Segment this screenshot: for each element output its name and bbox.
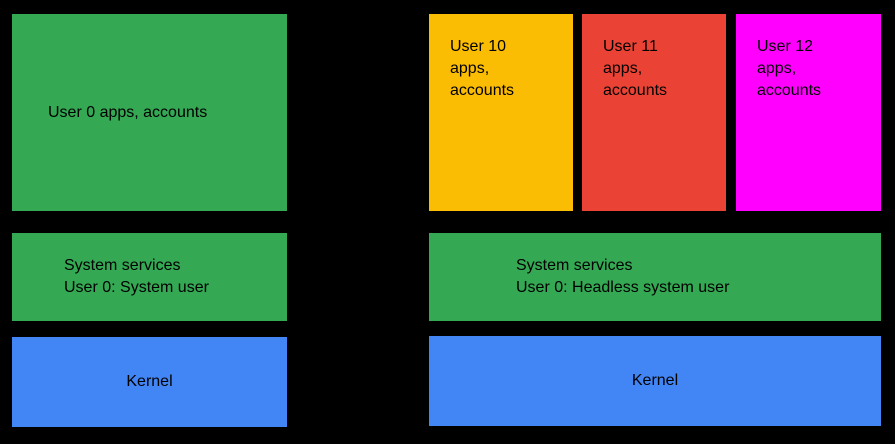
user12-line3: accounts [757, 82, 822, 99]
right-user11-apps-box: User 11 apps, accounts [582, 14, 726, 211]
user10-line3: accounts [450, 82, 515, 99]
right-kernel-label: Kernel [631, 372, 679, 389]
right-user10-apps-box: User 10 apps, accounts [429, 14, 573, 211]
right-system-services-box: System services User 0: Headless system … [429, 233, 881, 321]
left-user0-apps-box: User 0 apps, accounts [12, 14, 287, 211]
left-kernel-label: Kernel [126, 373, 173, 390]
user12-line2: apps, [757, 60, 797, 77]
right-user12-apps-box: User 12 apps, accounts [736, 14, 881, 211]
left-system-services-label: System services [64, 257, 181, 274]
user10-line2: apps, [450, 60, 490, 77]
user10-line1: User 10 [450, 38, 507, 55]
left-kernel-box: Kernel [12, 337, 287, 427]
left-user0-apps-label: User 0 apps, accounts [48, 103, 208, 121]
left-system-user-label: User 0: System user [64, 279, 209, 296]
user11-line2: apps, [603, 60, 643, 77]
right-kernel-box: Kernel [429, 336, 881, 426]
left-system-services-box: System services User 0: System user [12, 233, 287, 321]
user11-line1: User 11 [603, 38, 658, 55]
right-system-services-label: System services [516, 257, 633, 274]
right-headless-system-user-label: User 0: Headless system user [516, 279, 730, 296]
user12-line1: User 12 [757, 38, 814, 55]
user11-line3: accounts [603, 82, 668, 99]
